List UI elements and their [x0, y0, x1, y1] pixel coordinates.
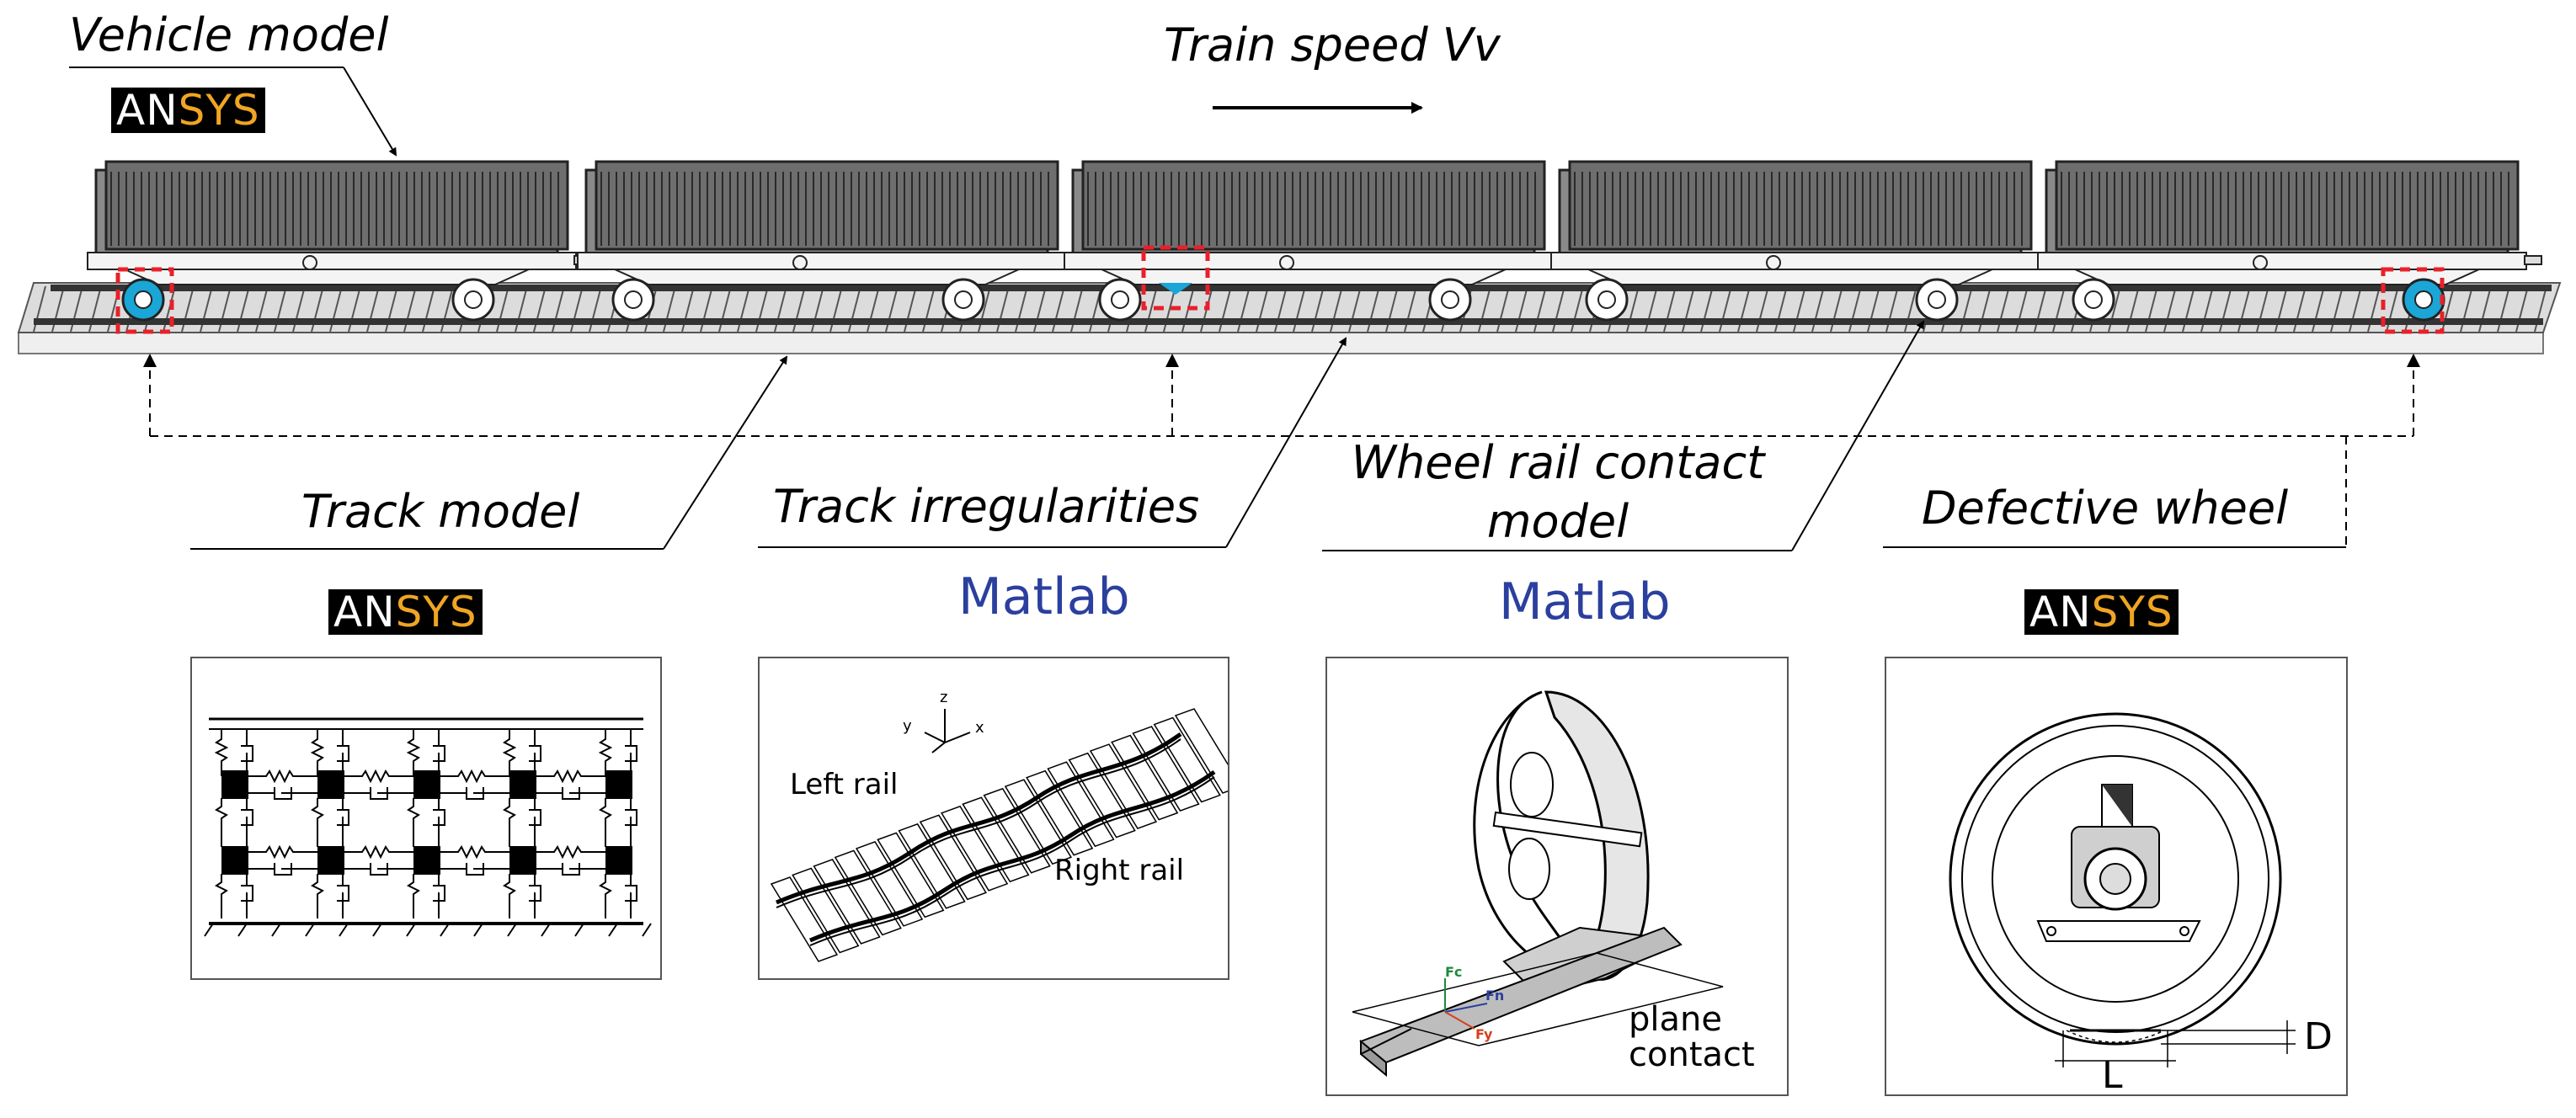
- train-speed-label: Train speed Vv: [1164, 19, 1501, 72]
- track-model-panel: [190, 657, 662, 980]
- ballast-bed: [18, 332, 2544, 354]
- vehicle-model-label: Vehicle model: [69, 8, 389, 61]
- vehicle-model-leader: [343, 67, 397, 157]
- ansys-logo-vehicle: ANSYS: [111, 88, 265, 133]
- axis-z-label: z: [940, 689, 947, 706]
- dimension-l-label: L: [2102, 1054, 2123, 1097]
- wagon: [1064, 160, 1569, 322]
- contact-label: contact: [1629, 1035, 1755, 1074]
- axis-x-label: x: [975, 719, 984, 737]
- force-fc-label: Fc: [1445, 964, 1462, 980]
- track-irregularities-panel: z x y Left rail Right rail: [758, 657, 1243, 980]
- right-rail-label: Right rail: [1054, 854, 1185, 887]
- ansys-logo-wheel: ANSYS: [2024, 589, 2179, 635]
- wheel-highlight-left: [115, 267, 174, 334]
- plane-label: plane: [1629, 1000, 1722, 1039]
- left-rail-label: Left rail: [790, 768, 899, 801]
- wagon: [87, 160, 592, 322]
- track-model-leader: [663, 355, 788, 550]
- track-irregularities-leader: [1225, 337, 1347, 548]
- wheel-flat-drawing: [1949, 712, 2296, 1067]
- wagon: [577, 160, 1082, 322]
- force-fy-label: Fy: [1475, 1026, 1493, 1042]
- force-fn-label: Fn: [1485, 988, 1504, 1004]
- track-model-label: Track model: [301, 485, 580, 538]
- wheel-highlight-right: [2381, 267, 2445, 334]
- axis-y-label: y: [903, 717, 912, 735]
- wheel-on-rail-drawing: Fc Fn Fy: [1352, 690, 1724, 1078]
- irregularity-highlight: [1141, 245, 1210, 311]
- ansys-logo-track: ANSYS: [328, 589, 483, 635]
- defective-wheel-panel: D L: [1885, 657, 2348, 1097]
- matlab-label-contact: Matlab: [1499, 572, 1671, 631]
- matlab-label-irregularities: Matlab: [958, 567, 1130, 626]
- wheel-rail-contact-label-line1: Wheel rail contact: [1351, 436, 1765, 489]
- defective-wheel-label: Defective wheel: [1922, 482, 2289, 535]
- irregular-track-drawing: z x y: [770, 689, 1243, 962]
- wagon: [1550, 160, 2056, 322]
- spring-damper-network-drawing: [204, 717, 652, 937]
- dimension-d-label: D: [2304, 1015, 2333, 1058]
- wheel-rail-contact-panel: Fc Fn Fy plane contact: [1325, 657, 1789, 1096]
- dashed-connector: [149, 365, 2414, 437]
- wagon: [2037, 160, 2542, 322]
- wheel-rail-contact-label-line2: model: [1486, 495, 1629, 548]
- track-irregularities-label: Track irregularities: [773, 480, 1200, 533]
- wheel-rail-contact-leader: [1791, 320, 1924, 551]
